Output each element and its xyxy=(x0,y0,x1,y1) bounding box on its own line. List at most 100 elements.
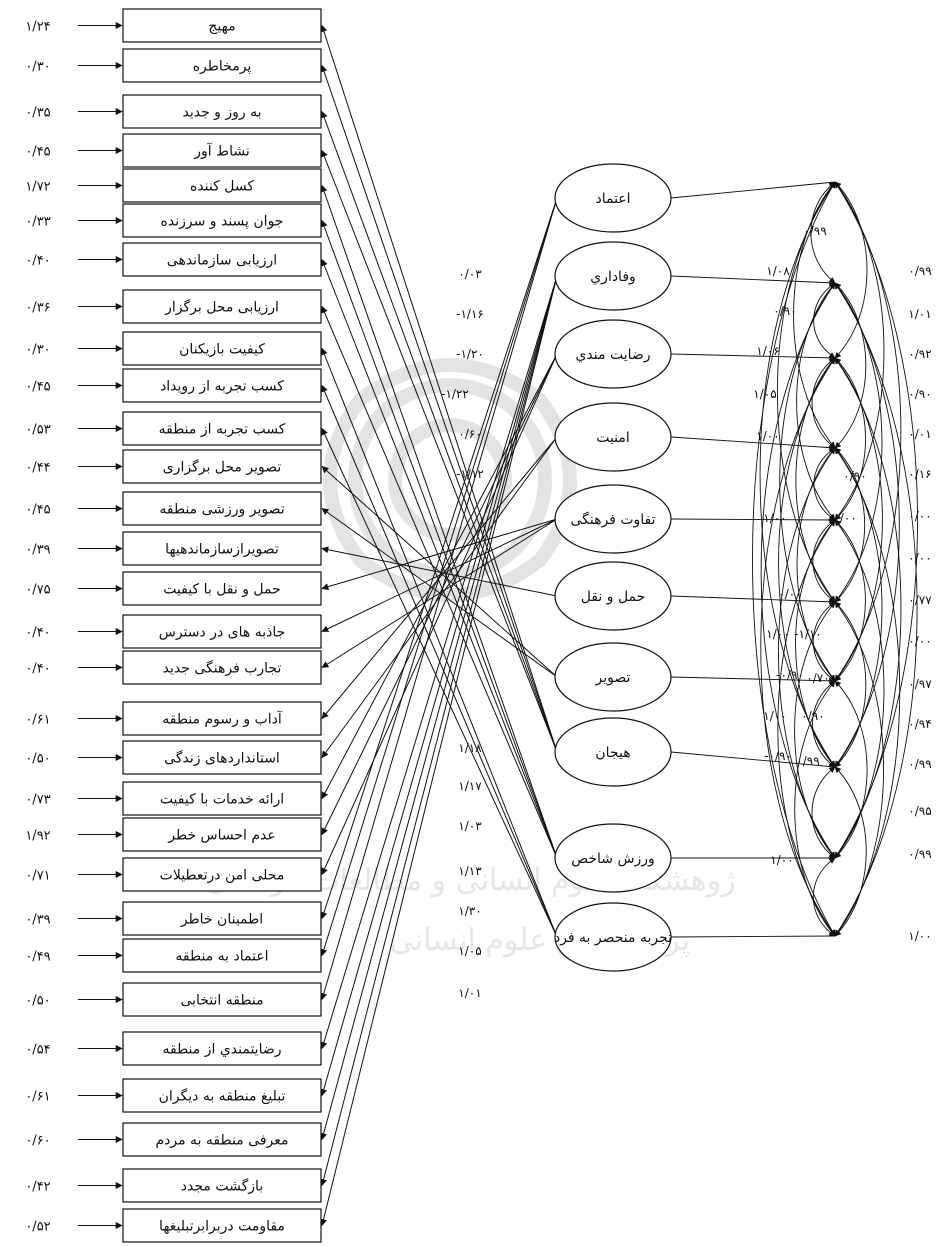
indicator-box xyxy=(122,740,322,775)
covariance-coefficient-outer: ۰/۰۰ xyxy=(908,551,931,565)
indicator-label: تصویر ورزشی منطقه xyxy=(159,502,284,518)
factor-label: تجربه منحصر به فرد xyxy=(554,930,672,946)
indicator-box xyxy=(122,901,322,936)
indicator-label: مهیج xyxy=(208,19,235,35)
factor-oval xyxy=(554,241,672,311)
factor-connector xyxy=(670,436,836,449)
error-variance: ۰/۳۶ xyxy=(25,301,50,316)
indicator-box xyxy=(122,289,322,324)
indicator-label: تصویر محل برگزاری xyxy=(163,459,282,476)
factor-1: اعتماد xyxy=(554,163,672,233)
indicator-label: رضایتمندي از منطقه xyxy=(162,1042,281,1058)
factor-6: حمل و نقل xyxy=(554,561,672,631)
factor-10: تجربه منحصر به فرد xyxy=(554,902,672,972)
covariance-arc xyxy=(796,282,836,521)
indicator-box xyxy=(122,491,322,526)
covariance-coefficient-outer: ۱/۰۱ xyxy=(908,307,931,321)
loading-coefficient: ۱/۱۸ xyxy=(458,741,482,755)
covariance-arc xyxy=(834,519,885,859)
covariance-coefficient: ۱/۰۸ xyxy=(766,264,790,278)
covariance-coefficient: ۱/۰۰ xyxy=(763,709,786,723)
covariance-coefficient-outer: ۰/۹۹ xyxy=(908,264,931,278)
factor-label: اعتماد xyxy=(595,191,630,207)
covariance-arc xyxy=(794,601,836,859)
covariance-coefficient: ۰/۰۰ xyxy=(833,511,856,525)
covariance-coefficient-outer: ۰/۰۱ xyxy=(908,427,931,441)
covariance-arc xyxy=(752,181,836,937)
indicator-box xyxy=(122,331,322,366)
covariance-arc xyxy=(834,601,867,768)
factor-8: هیجان xyxy=(554,717,672,787)
covariance-coefficient-outer: ۰/۹۹ xyxy=(908,847,931,861)
covariance-arc xyxy=(834,357,866,521)
error-variance: ۰/۴۰ xyxy=(25,662,50,677)
indicator-8: ارزیابی محل برگزار ۰/۳۶ xyxy=(25,289,322,324)
covariance-coefficient: -۰/۹۰ xyxy=(764,749,792,763)
covariance-arc xyxy=(834,282,900,768)
indicator-4: نشاط آور ۰/۴۵ xyxy=(25,133,322,168)
covariance-arc xyxy=(834,766,867,937)
indicator-label: به روز و جدید xyxy=(182,105,261,121)
covariance-arc xyxy=(760,282,836,859)
error-variance: ۰/۶۱ xyxy=(25,713,50,728)
loading-coefficient: ۱/۰۵ xyxy=(458,944,481,958)
error-variance: ۰/۴۰ xyxy=(25,254,50,269)
error-variance: ۰/۴۵ xyxy=(25,145,50,160)
loading-coefficient: ۱/۰۱ xyxy=(458,986,481,1000)
indicator-box xyxy=(122,817,322,852)
indicator-label: بازگشت مجدد xyxy=(181,1178,263,1195)
covariance-coefficient: ۰/۷۰ xyxy=(806,671,829,685)
covariance-coefficient-outer: ۰/۹۴ xyxy=(908,717,931,731)
loading-coefficient: ۰/۰۳ xyxy=(458,267,482,281)
indicator-label: نشاط آور xyxy=(193,143,249,160)
indicator-label: پرمخاطره xyxy=(193,59,252,75)
error-variance: ۱/۲۴ xyxy=(25,20,50,35)
factor-connector xyxy=(670,676,836,682)
indicator-label: محلی امن درتعطیلات xyxy=(160,868,285,884)
error-variance: ۰/۵۳ xyxy=(25,423,50,438)
loading-edge xyxy=(320,275,558,1097)
covariance-coefficient-outer: ۰/۹۹ xyxy=(908,757,931,771)
indicator-box xyxy=(122,1168,322,1203)
indicator-label: معرفی منطقه به مردم xyxy=(155,1133,288,1149)
covariance-arc xyxy=(812,601,836,682)
factor-connector xyxy=(670,353,836,359)
factor-oval xyxy=(554,823,672,893)
loading-edge xyxy=(320,110,558,753)
covariance-coefficient-outer: ۱/۰۰ xyxy=(908,929,931,943)
covariance-arc xyxy=(813,282,836,359)
error-variance: ۰/۳۵ xyxy=(25,106,50,121)
indicator-box xyxy=(122,94,322,129)
covariance-coefficient: -۰/۹۰ xyxy=(776,668,804,682)
covariance-coefficient: ۱/۰۶ xyxy=(756,344,779,358)
indicator-label: کسب تجربه از رویداد xyxy=(160,379,284,395)
covariance-arc xyxy=(779,282,836,682)
factor-3: رضایت مندي xyxy=(554,319,672,389)
indicator-box xyxy=(122,1078,322,1113)
indicator-label: منطقه انتخابی xyxy=(180,993,263,1009)
covariance-arc xyxy=(834,282,918,937)
loading-edge xyxy=(321,518,558,591)
loading-edge xyxy=(321,353,558,836)
error-variance: ۰/۳۳ xyxy=(25,215,50,230)
indicator-label: ارزیابی محل برگزار xyxy=(164,299,279,316)
loading-edge xyxy=(321,427,558,938)
covariance-coefficient-outer: ۰/۹۰ xyxy=(908,387,931,401)
factor-2: وفاداري xyxy=(554,241,672,311)
indicator-label: تصویرازسازماندهیها xyxy=(165,542,279,558)
